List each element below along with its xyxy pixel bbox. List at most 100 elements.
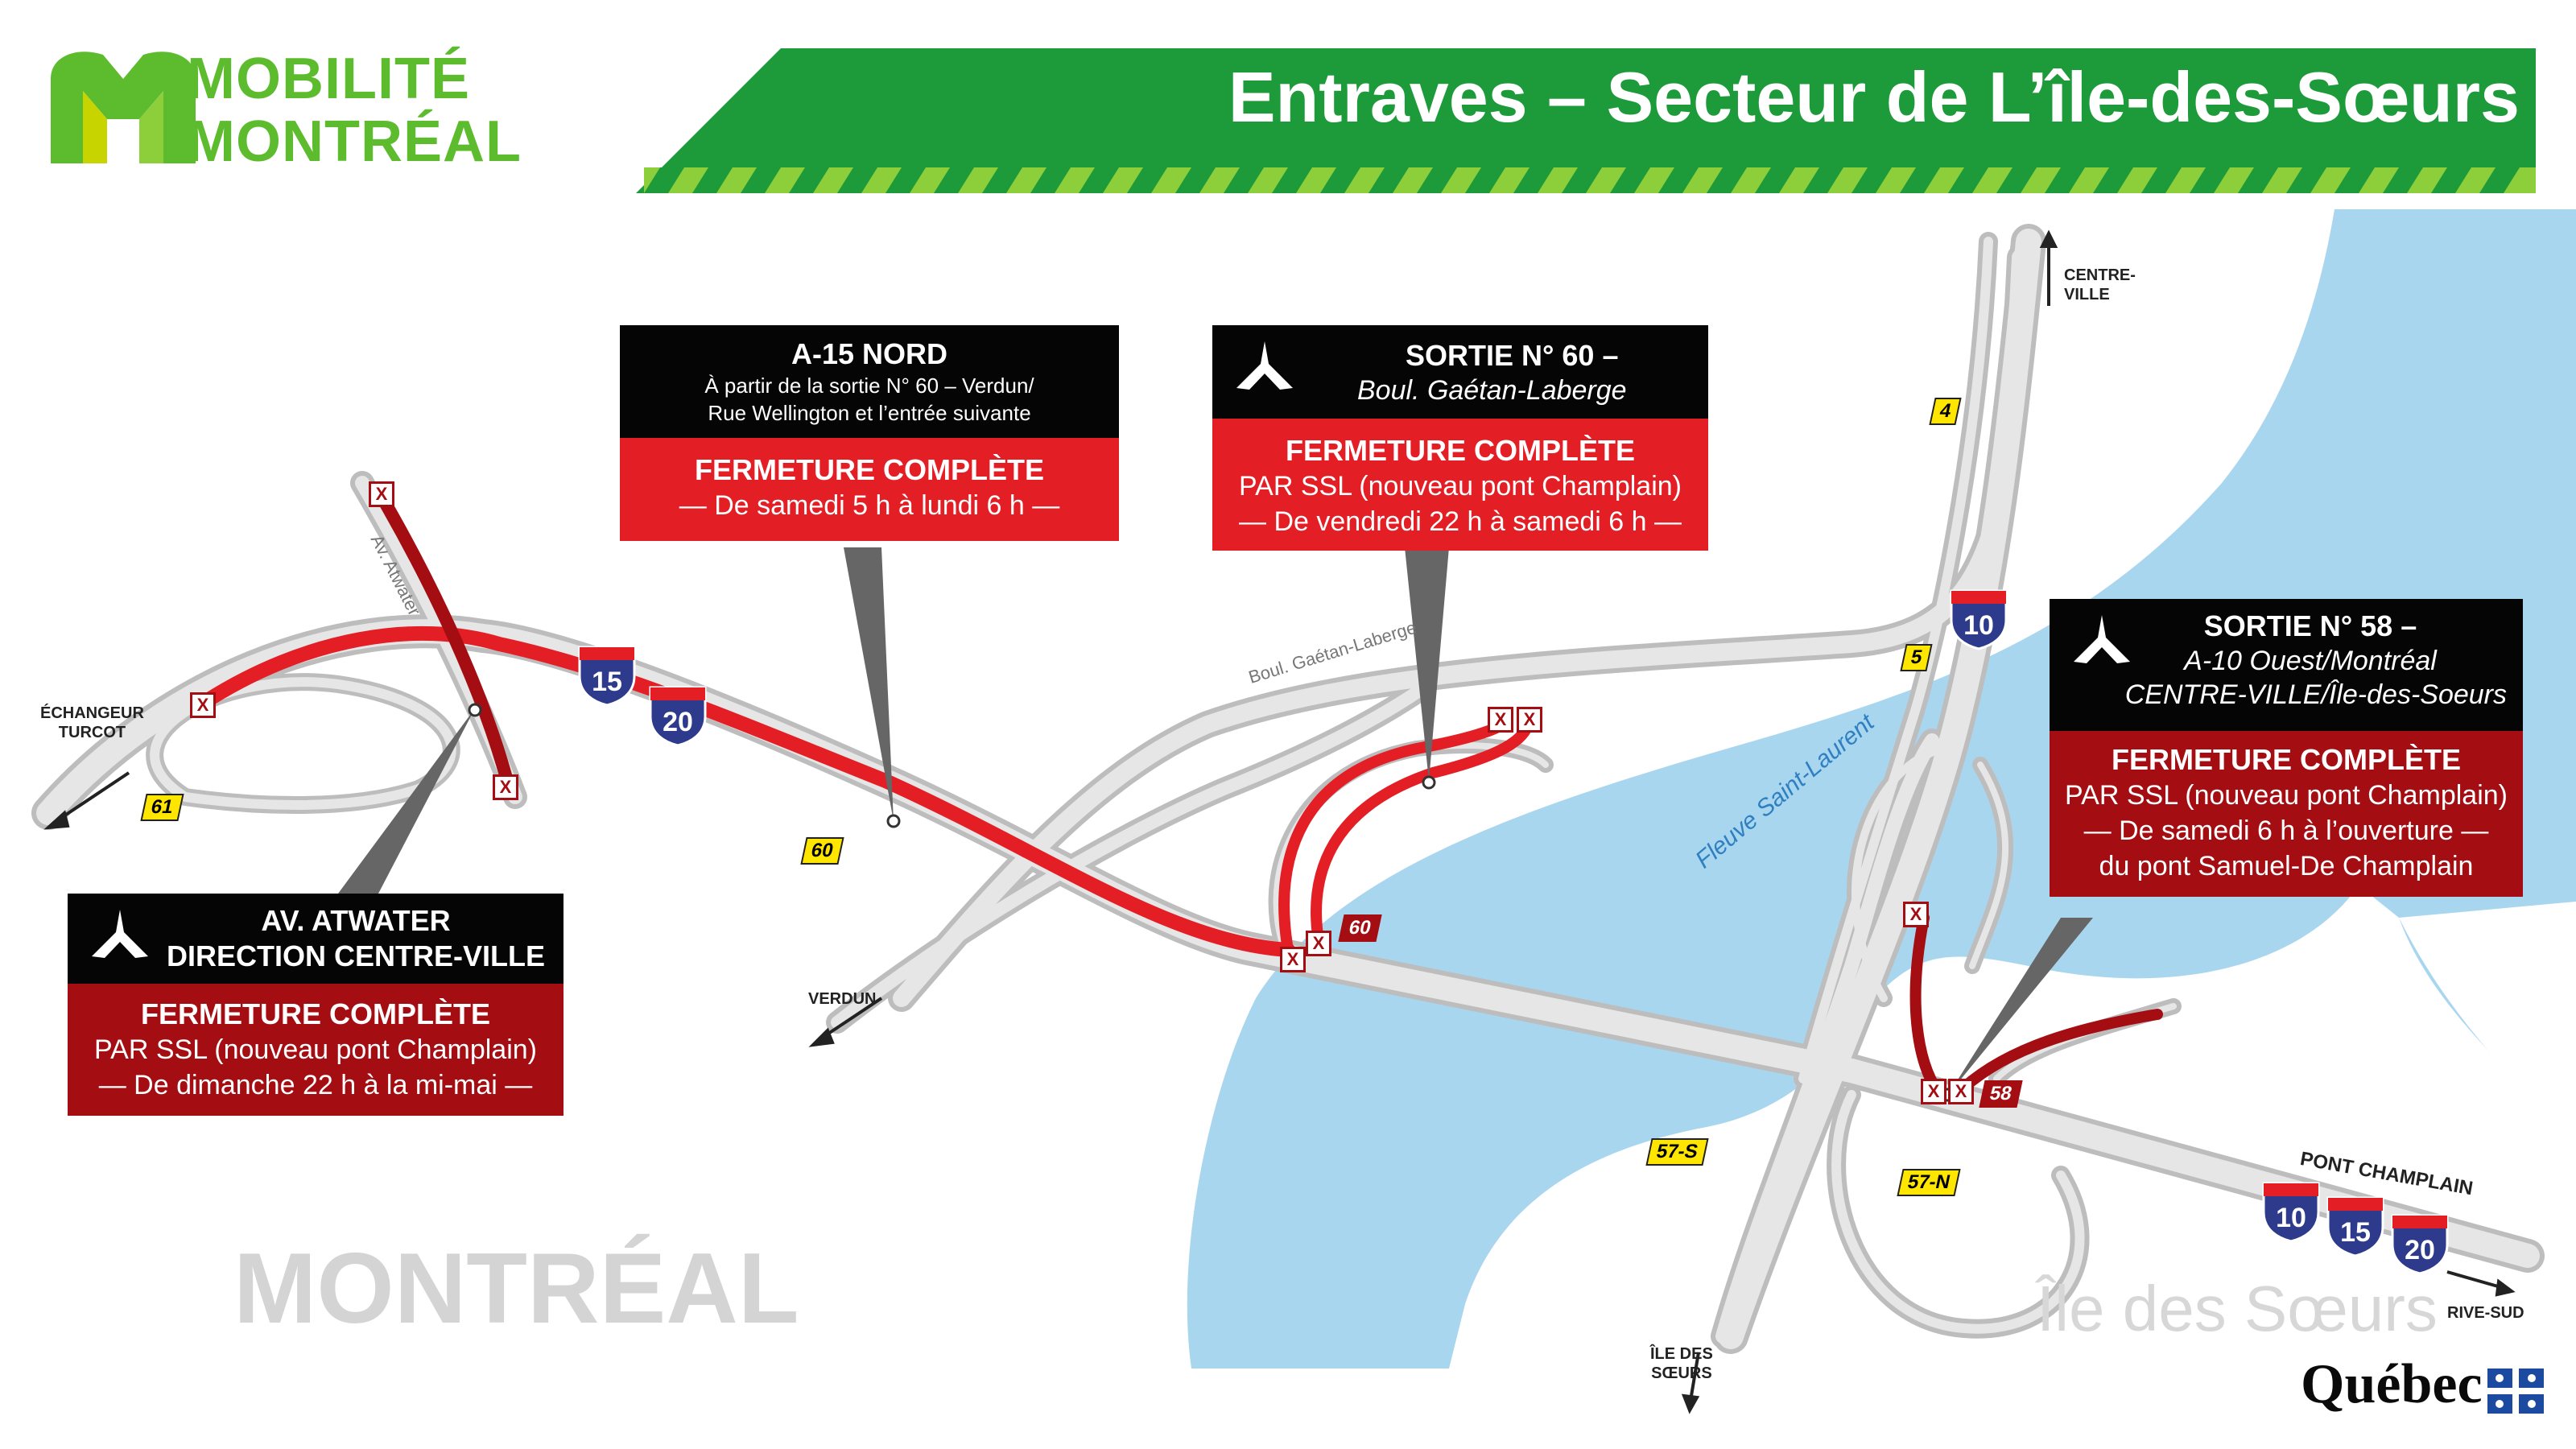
label-montreal: MONTRÉAL: [233, 1233, 799, 1344]
logo-line1: MOBILITÉ: [187, 47, 470, 111]
label-centre-ville-2: VILLE: [2064, 286, 2110, 303]
interstate-shield-icon: [578, 646, 636, 707]
closure-marker: X: [1517, 707, 1542, 733]
pointer-sortie60: [1405, 547, 1449, 781]
callout-body: FERMETURE COMPLÈTE — De samedi 5 h à lun…: [620, 438, 1119, 541]
shield-number: 15: [2340, 1217, 2371, 1248]
fleur-de-lis-flag-icon: [2487, 1368, 2544, 1414]
interstate-shield-icon: [2391, 1214, 2449, 1275]
callout-header: SORTIE N° 60 – Boul. Gaétan-Laberge: [1212, 325, 1708, 419]
callout-period: — De dimanche 22 h à la mi-mai —: [98, 1070, 533, 1100]
callout-subtitle: À partir de la sortie N° 60 – Verdun/: [704, 374, 1034, 398]
closure-marker: X: [190, 692, 216, 718]
exit-57s: 57-S: [1645, 1138, 1709, 1166]
closure-marker: X: [493, 774, 518, 800]
logo-line2: MONTRÉAL: [187, 109, 522, 174]
callout-detail: PAR SSL (nouveau pont Champlain): [2065, 780, 2508, 811]
label-centre-ville: CENTRE- VILLE: [2064, 266, 2136, 304]
callout-subtitle: Boul. Gaétan-Laberge: [1357, 375, 1627, 406]
exit-61: 61: [140, 794, 184, 821]
label-turcot: ÉCHANGEUR TURCOT: [40, 704, 144, 742]
callout-period: — De samedi 6 h à l’ouverture —: [2083, 815, 2489, 846]
shield-a20-south: 20: [2391, 1212, 2449, 1275]
callout-title: SORTIE N° 60 –: [1406, 339, 1619, 372]
closure-atwater: [372, 485, 514, 787]
label-turcot-1: ÉCHANGEUR: [40, 704, 144, 722]
pointer-atwater: [338, 708, 475, 894]
logo-text: MOBILITÉ MONTRÉAL: [187, 50, 522, 175]
callout-period: du pont Samuel-De Champlain: [2099, 851, 2474, 881]
label-ile-des-soeurs-dir: ÎLE DES SŒURS: [1650, 1344, 1713, 1383]
label-verdun: VERDUN: [808, 990, 877, 1008]
shield-number: 20: [663, 707, 693, 737]
exit-58-closed: 58: [1979, 1080, 2023, 1108]
closure-marker: X: [1948, 1079, 1974, 1104]
exit-ramp-icon: [2074, 615, 2130, 663]
callout-title: SORTIE N° 58 –: [2203, 609, 2417, 642]
closure-marker: X: [1280, 947, 1306, 972]
label-ids-1: ÎLE DES: [1650, 1345, 1713, 1363]
callout-header: SORTIE N° 58 – A-10 Ouest/Montréal CENTR…: [2050, 599, 2523, 731]
label-rive-sud: RIVE-SUD: [2447, 1304, 2524, 1322]
shield-a15-west: 15: [578, 644, 636, 707]
mobilite-montreal-logo: [51, 52, 196, 163]
pointer-a15: [844, 547, 894, 821]
header-banner: [636, 48, 2536, 193]
direction-arrows: [43, 229, 2516, 1414]
callout-title: DIRECTION CENTRE-VILLE: [166, 939, 545, 972]
interstate-shield-icon: [1950, 589, 2008, 650]
shield-a10-south: 10: [2262, 1180, 2320, 1243]
callout-title: AV. ATWATER: [261, 904, 451, 937]
shield-a15-south: 15: [2326, 1195, 2384, 1257]
callout-subtitle: CENTRE-VILLE/Île-des-Soeurs: [2124, 679, 2507, 710]
quebec-wordmark: Québec: [2301, 1353, 2483, 1415]
shield-number: 15: [592, 667, 622, 697]
header-stripes: [644, 167, 2536, 193]
river-south: [2399, 902, 2576, 1143]
closure-marker: X: [1306, 931, 1331, 956]
pointer-dot-60: [1422, 775, 1436, 790]
callout-status: FERMETURE COMPLÈTE: [1285, 434, 1635, 467]
shield-number: 10: [1963, 610, 1994, 641]
callout-body: FERMETURE COMPLÈTE PAR SSL (nouveau pont…: [68, 984, 564, 1116]
closure-marker: X: [1903, 902, 1929, 927]
callout-a15-nord: A-15 NORD À partir de la sortie N° 60 – …: [620, 325, 1119, 541]
pointer-dot-atwater: [468, 703, 482, 717]
shield-a20-west: 20: [649, 684, 707, 747]
closure-sortie60-b: [1311, 711, 1535, 956]
pointer-sortie58: [1948, 918, 2093, 1095]
shield-number: 10: [2276, 1203, 2306, 1233]
exit-ramp-icon: [1236, 341, 1293, 390]
callout-header: A-15 NORD À partir de la sortie N° 60 – …: [620, 325, 1119, 438]
label-centre-ville-1: CENTRE-: [2064, 266, 2136, 284]
shield-a10-north: 10: [1950, 588, 2008, 650]
exit-57n: 57-N: [1897, 1169, 1961, 1196]
callout-period: — De samedi 5 h à lundi 6 h —: [679, 490, 1060, 521]
label-turcot-2: TURCOT: [58, 724, 126, 741]
interstate-shield-icon: [2262, 1182, 2320, 1243]
shield-number: 20: [2405, 1235, 2435, 1265]
callout-detail: PAR SSL (nouveau pont Champlain): [1239, 471, 1682, 502]
callout-period: — De vendredi 22 h à samedi 6 h —: [1239, 506, 1682, 537]
interstate-shield-icon: [649, 686, 707, 747]
page-title: Entraves – Secteur de L’île-des-Sœurs: [1228, 57, 2520, 137]
interstate-shield-icon: [2326, 1196, 2384, 1257]
callout-sortie-60: SORTIE N° 60 – Boul. Gaétan-Laberge FERM…: [1212, 325, 1708, 551]
callout-title: A-15 NORD: [791, 337, 948, 370]
callout-sortie-58: SORTIE N° 58 – A-10 Ouest/Montréal CENTR…: [2050, 599, 2523, 897]
exit-ramp-icon: [92, 910, 148, 958]
callout-atwater: AV. ATWATER DIRECTION CENTRE-VILLE FERME…: [68, 894, 564, 1116]
exit-60-closed: 60: [1338, 914, 1382, 942]
callout-status: FERMETURE COMPLÈTE: [694, 453, 1044, 486]
callout-subtitle: A-10 Ouest/Montréal: [2184, 646, 2437, 676]
callout-body: FERMETURE COMPLÈTE PAR SSL (nouveau pont…: [1212, 419, 1708, 551]
closure-marker: X: [1488, 707, 1513, 733]
label-ids-2: SŒURS: [1651, 1364, 1712, 1382]
callout-subtitle: Rue Wellington et l’entrée suivante: [708, 401, 1031, 425]
callout-header: AV. ATWATER DIRECTION CENTRE-VILLE: [68, 894, 564, 984]
label-ile-des-soeurs: Île des Sœurs: [2037, 1273, 2438, 1344]
pointer-dot-a15: [886, 814, 901, 828]
exit-60: 60: [800, 837, 844, 865]
callout-status: FERMETURE COMPLÈTE: [2111, 743, 2461, 776]
